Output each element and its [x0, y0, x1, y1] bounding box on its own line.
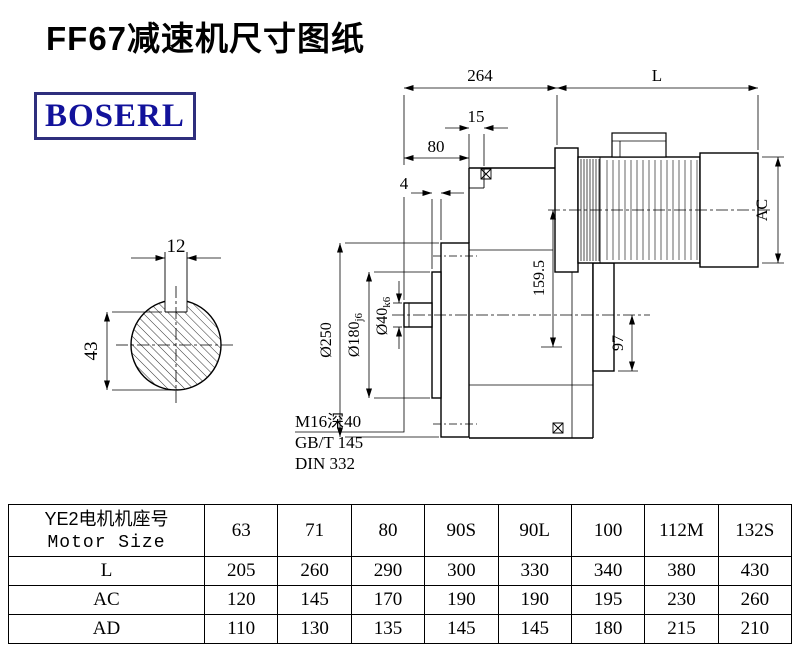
row-label-l: L: [8, 556, 205, 586]
dim-15-label: 15: [468, 107, 485, 126]
terminal-box: [611, 132, 667, 158]
note-tap-hole: M16深40: [295, 412, 361, 431]
cell-l-100: 340: [570, 556, 646, 586]
cell-l-132s: 430: [717, 556, 793, 586]
cell-ad-132s: 210: [717, 614, 793, 644]
cell-ad-63: 110: [203, 614, 279, 644]
cell-ac-71: 145: [277, 585, 352, 615]
col-header-90l: 90L: [497, 504, 572, 557]
screw-mark-top: [480, 168, 492, 180]
cell-ac-63: 120: [203, 585, 279, 615]
col-header-112m: 112M: [644, 504, 719, 557]
table-row-ad: AD 110 130 135 145 145 180 215 210: [8, 614, 793, 644]
row-label-ac: AC: [8, 585, 205, 615]
fan-cowl: [699, 152, 759, 268]
cell-l-90s: 300: [424, 556, 499, 586]
col-header-132s: 132S: [717, 504, 793, 557]
cell-l-80: 290: [350, 556, 426, 586]
cell-ac-90l: 190: [497, 585, 572, 615]
cell-l-71: 260: [277, 556, 352, 586]
page-title: FF67减速机尺寸图纸: [46, 20, 366, 57]
motor-size-header-en: Motor Size: [47, 532, 166, 553]
motor-size-header-cn: YE2电机机座号: [44, 508, 169, 529]
cell-ad-100: 180: [570, 614, 646, 644]
dim-4-label: 4: [400, 174, 409, 193]
rear-block: [592, 262, 615, 372]
cell-ad-90s: 145: [424, 614, 499, 644]
shaft-section-view: [104, 252, 236, 406]
cell-ac-90s: 190: [424, 585, 499, 615]
motor-dimension-table: YE2电机机座号 Motor Size 63 71 80 90S 90L 100…: [8, 504, 793, 644]
col-header-90s: 90S: [424, 504, 499, 557]
tap-note-leader: [295, 316, 405, 433]
dimension-lines: [337, 85, 784, 438]
cell-ad-90l: 145: [497, 614, 572, 644]
dim-flange-dia-label: Ø250: [318, 322, 335, 358]
col-header-63: 63: [203, 504, 279, 557]
cell-ac-80: 170: [350, 585, 426, 615]
dimension-drawing: 264 L 15 80 4 12 43 Ø250 Ø180j6 Ø40k6 15…: [81, 66, 784, 473]
dim-shaft-height-lines: [104, 311, 172, 391]
main-view: [295, 85, 784, 439]
gearbox-housing: [468, 167, 615, 439]
brand-logo: BOSERL: [34, 92, 196, 140]
table-row-ac: AC 120 145 170 190 190 195 230 260: [8, 585, 793, 615]
dim-80-label: 80: [428, 137, 445, 156]
cell-ad-71: 130: [277, 614, 352, 644]
dim-159-label: 159.5: [531, 260, 548, 296]
dim-shaft-dia-tolerance: k6: [381, 296, 393, 308]
brand-logo-text: BOSERL: [45, 97, 185, 134]
cell-ac-112m: 230: [644, 585, 719, 615]
motor: [554, 132, 759, 273]
dim-AC-label: AC: [754, 199, 771, 221]
note-standard-din: DIN 332: [295, 454, 355, 473]
cell-l-90l: 330: [497, 556, 572, 586]
table-header-row: YE2电机机座号 Motor Size 63 71 80 90S 90L 100…: [8, 504, 793, 557]
dim-L-label: L: [652, 66, 662, 85]
col-header-71: 71: [277, 504, 352, 557]
flange-spigot: [431, 271, 442, 399]
dim-264-label: 264: [467, 66, 493, 85]
col-header-80: 80: [350, 504, 426, 557]
cell-l-112m: 380: [644, 556, 719, 586]
row-label-ad: AD: [8, 614, 205, 644]
col-header-100: 100: [570, 504, 646, 557]
cell-ac-132s: 260: [717, 585, 793, 615]
cell-ac-100: 195: [570, 585, 646, 615]
dimension-labels: 264 L 15 80 4 12 43 Ø250 Ø180j6 Ø40k6 15…: [81, 66, 771, 473]
dim-spigot-dia-value: Ø180: [346, 322, 363, 358]
mounting-flange: [440, 242, 470, 438]
note-standard-gbt: GB/T 145: [295, 433, 363, 452]
dim-43-label: 43: [81, 342, 102, 361]
motor-size-header-cell: YE2电机机座号 Motor Size: [8, 504, 205, 557]
section-centerlines: [116, 286, 236, 406]
dim-12-label: 12: [167, 236, 186, 257]
cell-l-63: 205: [203, 556, 279, 586]
dim-spigot-dia-tolerance: j6: [353, 312, 365, 322]
dim-spigot-dia-label: Ø180j6: [346, 312, 365, 357]
cell-ad-80: 135: [350, 614, 426, 644]
table-row-l: L 205 260 290 300 330 340 380 430: [8, 556, 793, 586]
dim-shaft-dia-label: Ø40k6: [374, 296, 393, 335]
cell-ad-112m: 215: [644, 614, 719, 644]
dim-97-label: 97: [610, 335, 627, 351]
screw-mark-bottom: [552, 422, 564, 434]
centerlines: [392, 209, 772, 425]
dim-shaft-dia-value: Ø40: [374, 308, 391, 336]
